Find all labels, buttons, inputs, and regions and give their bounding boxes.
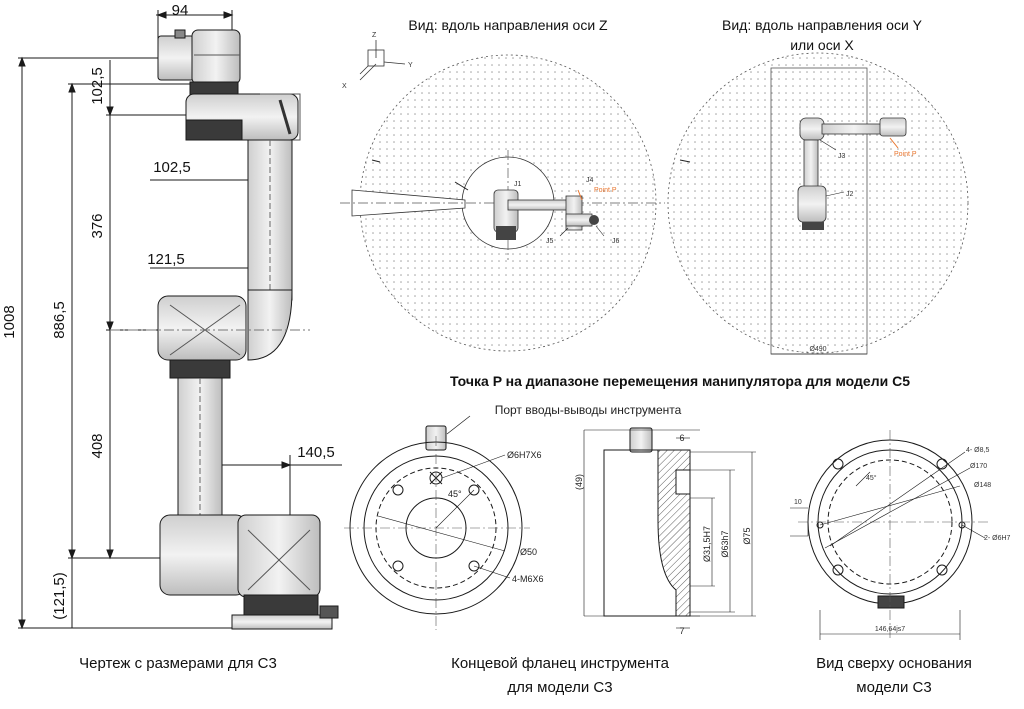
dim-base-148: Ø148 bbox=[974, 482, 991, 489]
dim-490: Ø490 bbox=[809, 346, 826, 353]
range-title: Точка P на диапазоне перемещения манипул… bbox=[450, 373, 910, 389]
base-top-view bbox=[790, 430, 990, 640]
caption-right-line1: Вид сверху основания bbox=[816, 655, 972, 672]
dim-flange-angle: 45° bbox=[448, 489, 462, 499]
dim-base-angle: 45° bbox=[866, 474, 877, 482]
view-z-title: Вид: вдоль направления оси Z bbox=[408, 17, 608, 33]
dim-base-pins: 2- Ø6H7 bbox=[984, 535, 1011, 542]
dim-base-121-5: (121,5) bbox=[51, 572, 68, 620]
range-circle-z bbox=[340, 54, 665, 352]
dim-depth-6: 6 bbox=[679, 433, 684, 443]
view-y-titles: Вид: вдоль направления оси Y или оси X bbox=[722, 17, 923, 53]
dim-121-5: 121,5 bbox=[147, 251, 185, 268]
dim-1008: 1008 bbox=[1, 305, 18, 338]
axis-gizmo bbox=[359, 40, 406, 81]
label-j2: J2 bbox=[846, 191, 854, 198]
dim-102-5-upper: 102,5 bbox=[89, 67, 106, 105]
view-y-title-line1: Вид: вдоль направления оси Y bbox=[722, 17, 923, 33]
caption-right-line2: модели C3 bbox=[856, 679, 931, 696]
caption-middle-line2: для модели C3 bbox=[507, 679, 612, 696]
view-y-title-line2: или оси X bbox=[790, 37, 854, 53]
caption-left: Чертеж с размерами для C3 bbox=[79, 655, 277, 672]
axis-x-label: X bbox=[342, 83, 347, 90]
axis-y-label: Y bbox=[408, 62, 413, 69]
dim-pcd-50: Ø50 bbox=[520, 547, 537, 557]
flange-front bbox=[344, 415, 530, 630]
dim-threads: 4-M6X6 bbox=[512, 574, 544, 584]
label-point-p-y: Point P bbox=[894, 151, 917, 158]
dim-height-49: (49) bbox=[574, 474, 584, 490]
label-j1: J1 bbox=[514, 181, 522, 188]
label-point-p-z: Point P bbox=[594, 187, 617, 194]
tool-port-label: Порт вводы-выводы инструмента bbox=[495, 403, 682, 417]
label-j6: J6 bbox=[612, 238, 620, 245]
arm-dimension-labels: 94 102,5 102,5 376 121,5 408 140,5 1008 … bbox=[1, 2, 335, 620]
dim-d-inner: Ø31,5H7 bbox=[702, 526, 712, 562]
caption-middle-line1: Концевой фланец инструмента bbox=[451, 655, 669, 672]
dim-376: 376 bbox=[89, 213, 106, 238]
dim-bottom-7: 7 bbox=[679, 626, 684, 636]
dim-base-width: 146,64js7 bbox=[875, 626, 905, 633]
label-j3: J3 bbox=[838, 153, 846, 160]
range-circle-y bbox=[667, 52, 969, 355]
dim-102-5-horizontal: 102,5 bbox=[153, 159, 191, 176]
dim-408: 408 bbox=[89, 433, 106, 458]
label-j5: J5 bbox=[546, 238, 554, 245]
flange-section bbox=[583, 427, 756, 629]
arm-drawing bbox=[18, 10, 342, 630]
dim-140-5: 140,5 bbox=[297, 444, 335, 461]
dim-top-width: 94 bbox=[172, 2, 189, 19]
dim-d-outer: Ø75 bbox=[742, 527, 752, 544]
label-j4: J4 bbox=[586, 177, 594, 184]
view-z-titles: Вид: вдоль направления оси Z bbox=[408, 17, 608, 33]
dim-base-170: Ø170 bbox=[970, 463, 987, 470]
dim-base-offset: 10 bbox=[794, 499, 802, 506]
dim-pin-hole: Ø6H7X6 bbox=[507, 450, 542, 460]
axis-z-label: Z bbox=[372, 32, 377, 39]
dim-886-5: 886,5 bbox=[51, 301, 68, 339]
dim-base-holes: 4- Ø8,5 bbox=[966, 447, 989, 454]
dim-d-mid: Ø63h7 bbox=[720, 530, 730, 557]
